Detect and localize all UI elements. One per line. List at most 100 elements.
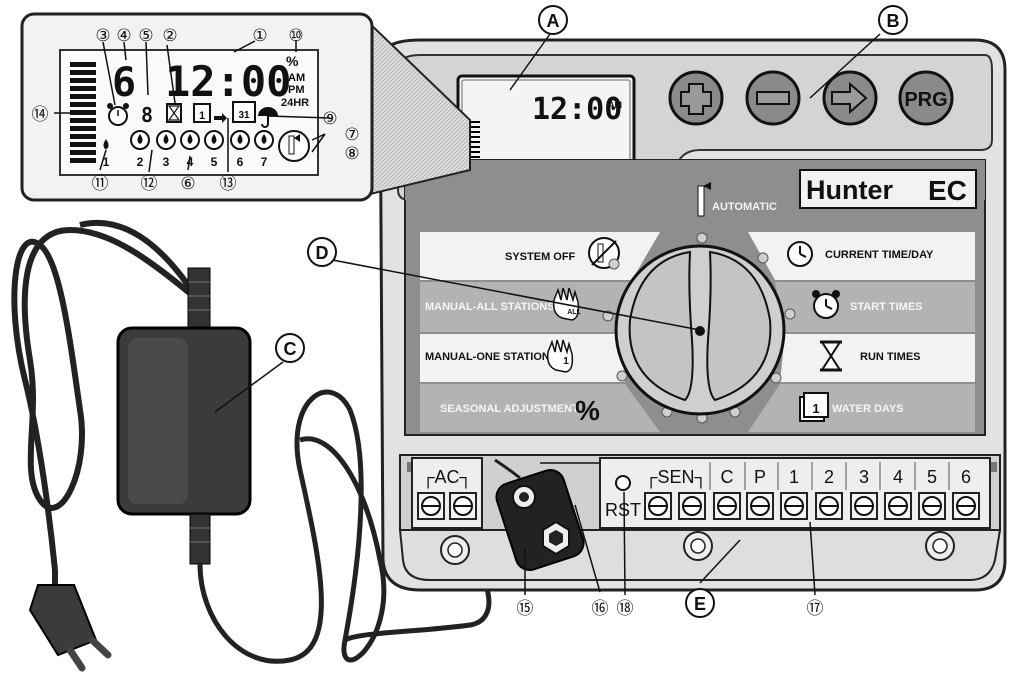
- model-name: EC: [928, 175, 967, 206]
- controller-lcd-am: AM: [608, 100, 622, 110]
- callout-4: ④: [116, 26, 131, 45]
- callout-7: ⑦: [344, 125, 359, 144]
- callout-5: ⑤: [138, 26, 153, 45]
- plus-button[interactable]: [668, 70, 724, 126]
- controller-lcd-time: 12:00: [532, 92, 622, 127]
- leader-lines: [54, 33, 881, 596]
- callout-C: C: [275, 333, 305, 363]
- ac-screw-2[interactable]: [449, 492, 477, 520]
- terminal-label: 6: [961, 467, 971, 487]
- callout-1: ①: [252, 26, 267, 45]
- zoom-pm: PM: [288, 84, 305, 96]
- terminal-label: 4: [893, 467, 903, 487]
- zoom-am: AM: [288, 72, 305, 84]
- hand-one-icon: 1: [546, 339, 574, 373]
- hourglass-icon: [820, 340, 842, 372]
- callout-3: ③: [95, 26, 110, 45]
- terminal-label: 2: [824, 467, 834, 487]
- terminal-label: C: [721, 467, 734, 487]
- callout-B: B: [878, 5, 908, 35]
- zoom-calendar-day: 31: [238, 110, 250, 121]
- zoom-day-number: 7: [261, 155, 268, 169]
- manual-all-badge: ALL: [567, 309, 581, 316]
- terminal-label: 3: [859, 467, 869, 487]
- display-zoom-callout: 6 12:00 % AM PM 24HR 8 1 31: [20, 12, 471, 202]
- controller-housing: 12:00 AM PRG Hunter EC: [378, 38, 1007, 592]
- callout-E: E: [685, 588, 715, 618]
- zoom-day-number: 3: [163, 155, 170, 169]
- terminal-label: 1: [789, 467, 799, 487]
- callout-D: D: [307, 237, 337, 267]
- calendar-icon: 1: [799, 392, 829, 422]
- brand-logo: Hunter EC: [799, 169, 977, 209]
- program-dial[interactable]: [614, 244, 786, 416]
- zoom-day-number: 6: [237, 155, 244, 169]
- callout-18: ⑱: [617, 599, 634, 618]
- zoom-day-number: 1: [103, 155, 110, 169]
- terminal-screw[interactable]: [884, 492, 912, 520]
- terminal-screw[interactable]: [644, 492, 672, 520]
- zoom-day-number: 4: [187, 155, 194, 169]
- rst-label: RST: [605, 500, 641, 520]
- zoom-calendar-icon: 31: [232, 101, 256, 123]
- prg-button[interactable]: PRG: [898, 70, 954, 126]
- callout-badges: A B C D E ① ② ③ ④ ⑤ ⑥ ⑦ ⑧ ⑨ ⑩ ⑪ ⑫ ⑬ ⑭ ⑮: [32, 5, 908, 618]
- minus-button[interactable]: [745, 70, 801, 126]
- callout-13: ⑬: [220, 174, 237, 193]
- terminal-label: 5: [927, 467, 937, 487]
- zoom-hourglass-icon: [166, 103, 182, 123]
- terminal-screw[interactable]: [713, 492, 741, 520]
- dial-seasonal-label: SEASONAL ADJUSTMENT: [440, 403, 579, 415]
- dial-manual-all-label: MANUAL-ALL STATIONS: [425, 301, 555, 313]
- zoom-percent: %: [286, 53, 299, 69]
- terminal-screw[interactable]: [678, 492, 706, 520]
- zoom-program-digit: 8: [141, 103, 153, 127]
- svg-text:B: B: [887, 11, 900, 31]
- terminal-screw[interactable]: [746, 492, 774, 520]
- prg-button-label: PRG: [904, 89, 947, 111]
- zoom-alarm-clock-icon: [107, 103, 129, 126]
- zoom-water-day-number: 1: [199, 110, 205, 122]
- dial-automatic-label: AUTOMATIC: [712, 201, 777, 213]
- svg-text:A: A: [547, 11, 560, 31]
- terminal-screw[interactable]: [850, 492, 878, 520]
- terminal-screw[interactable]: [780, 492, 808, 520]
- manual-one-badge: 1: [563, 356, 569, 367]
- next-arrow-button[interactable]: [822, 70, 878, 126]
- zoom-station-drops: [103, 130, 274, 150]
- plus-icon: [680, 83, 712, 115]
- svg-text:E: E: [694, 594, 706, 614]
- terminal-label: P: [754, 467, 766, 487]
- battery-clip: [494, 458, 585, 571]
- callout-A: A: [538, 5, 568, 35]
- zoom-24hr: 24HR: [281, 97, 309, 109]
- dial-manual-one-label: MANUAL-ONE STATION: [425, 351, 550, 363]
- terminal-screw[interactable]: [815, 492, 843, 520]
- terminal-screw[interactable]: [918, 492, 946, 520]
- minus-icon: [756, 91, 790, 105]
- callout-6: ⑥: [180, 174, 195, 193]
- callout-17: ⑰: [807, 599, 824, 618]
- callout-14: ⑭: [32, 105, 49, 124]
- callout-8: ⑧: [344, 144, 359, 163]
- svg-text:D: D: [316, 243, 329, 263]
- ac-terminal-label: ┌AC┐: [422, 467, 473, 489]
- callout-10: ⑩: [288, 26, 303, 45]
- callout-9: ⑨: [322, 109, 337, 128]
- right-arrow-icon: [831, 81, 868, 115]
- reset-button[interactable]: [615, 475, 631, 491]
- zoom-time: 12:00: [165, 57, 291, 106]
- svg-text:C: C: [284, 339, 297, 359]
- automatic-position: AUTOMATIC: [697, 182, 777, 217]
- callout-16: ⑯: [592, 599, 609, 618]
- clock-icon: [787, 241, 813, 267]
- zoom-day-number: 5: [211, 155, 218, 169]
- power-adapter: [11, 219, 492, 672]
- dial-run-times-label: RUN TIMES: [860, 351, 921, 363]
- dial-current-time-label: CURRENT TIME/DAY: [825, 249, 934, 261]
- terminal-screw[interactable]: [952, 492, 980, 520]
- ac-screw-1[interactable]: [417, 492, 445, 520]
